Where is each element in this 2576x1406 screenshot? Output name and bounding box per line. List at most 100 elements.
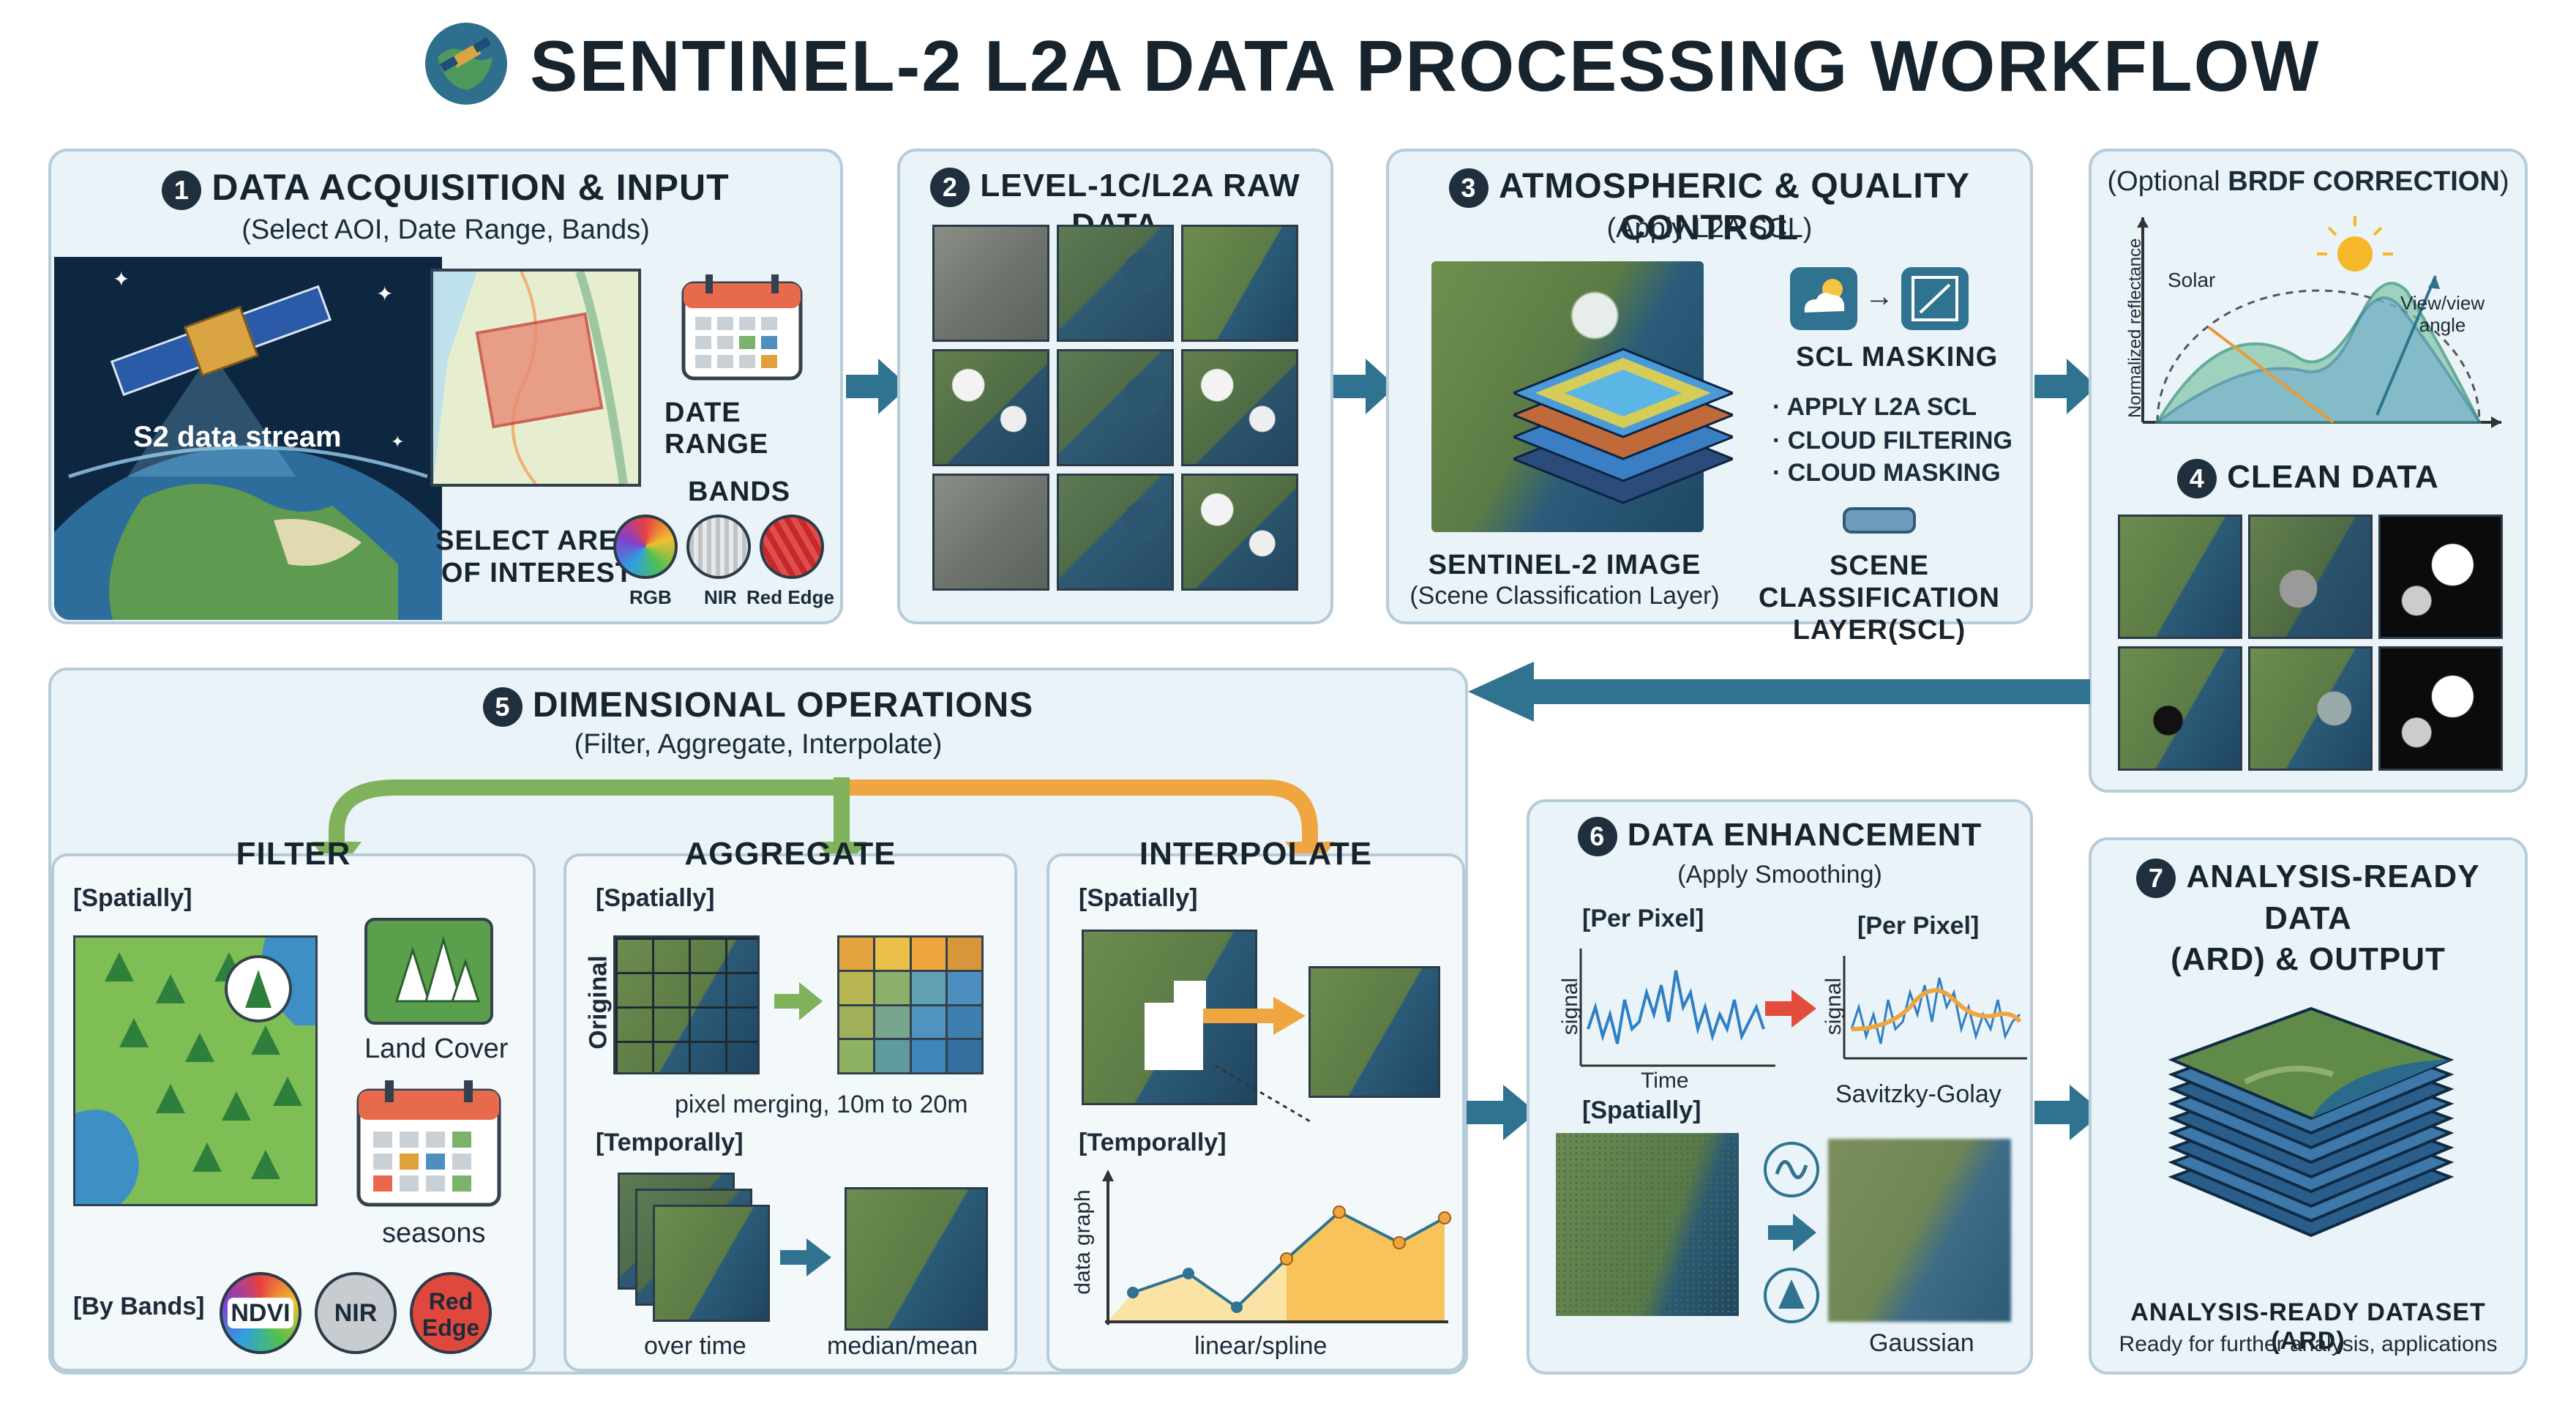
raw-signal-chart [1559, 941, 1778, 1088]
savgol-label: Savitzky-Golay [1835, 1080, 2002, 1108]
interp-ylabel: data graph [1071, 1189, 1095, 1295]
interp-gap [1145, 1003, 1203, 1070]
step6-subtitle: (Apply Smoothing) [1677, 861, 1882, 889]
step5-subtitle: (Filter, Aggregate, Interpolate) [574, 729, 943, 760]
raw-tile-9 [1181, 474, 1298, 591]
step1-title: DATA ACQUISITION & INPUT [211, 167, 730, 208]
brdf-solar-label: Solar [2168, 269, 2216, 291]
cloud-icon [1790, 267, 1857, 330]
step4-title: CLEAN DATA [2227, 459, 2439, 495]
stream-label: S2 data stream [133, 421, 342, 453]
interpolate-spatially: [Spatially] [1079, 884, 1198, 912]
interp-gap-top [1174, 981, 1206, 1010]
step6-title: DATA ENHANCEMENT [1627, 817, 1982, 853]
date-range-label: DATE RANGE [664, 397, 769, 460]
step2-number: 2 [930, 168, 970, 208]
smoothing-arrow-1 [1765, 988, 1816, 1029]
step7-title-2: (ARD) & OUTPUT [2171, 941, 2446, 978]
smoothed-tile [1828, 1139, 2011, 1322]
brdf-view-label: View/view angle [2400, 292, 2485, 336]
flow-arrow-6-7 [2034, 1083, 2103, 1142]
clean-tile-1 [2118, 515, 2242, 639]
red-edge-line2: Edge [422, 1315, 480, 1341]
median-mean-label: median/mean [827, 1332, 978, 1360]
per-pixel-label-1: [Per Pixel] [1582, 905, 1704, 932]
red-edge-line1: Red [428, 1288, 473, 1315]
clean-tile-5 [2248, 646, 2373, 771]
aggregate-arrow-1 [774, 981, 823, 1022]
step3-bullet-2: · CLOUD FILTERING [1772, 427, 2012, 455]
interp-dotted-line [1214, 1064, 1317, 1124]
filter-title: FILTER [236, 836, 351, 872]
wave-filter-icon [1764, 1142, 1819, 1197]
branch-arrows [271, 766, 1339, 883]
nir-filter-label: NIR [334, 1299, 378, 1327]
interpolate-panel: INTERPOLATE [Spatially] [Temporally] d [1046, 836, 1465, 1372]
ard-stack [2157, 957, 2465, 1279]
gaussian-label: Gaussian [1869, 1329, 1974, 1357]
ndvi-label: NDVI [228, 1298, 293, 1328]
brdf-view-line1: View/view [2400, 292, 2485, 314]
filter-panel: FILTER [Spatially] Land Cover [51, 836, 536, 1372]
mask-arrow-icon: → [1865, 280, 1894, 313]
brdf-title-bold: BRDF CORRECTION [2228, 166, 2500, 197]
original-grid [613, 935, 760, 1074]
pixel-merging-label: pixel merging, 10m to 20m [675, 1091, 968, 1118]
aggregate-panel: AGGREGATE [Spatially] Original pixel mer… [564, 836, 1017, 1372]
clean-tile-6 [2378, 646, 2503, 771]
noisy-tile [1556, 1133, 1739, 1316]
per-pixel-label-2: [Per Pixel] [1857, 912, 1980, 940]
flow-arrow-2-3 [1333, 357, 1396, 416]
clean-tile-3 [2378, 515, 2503, 639]
aoi-label: SELECT AREA OF INTEREST [420, 525, 654, 589]
bands-label: BANDS [688, 476, 791, 507]
interpolate-temporally: [Temporally] [1079, 1129, 1227, 1156]
interp-xlabel: linear/spline [1194, 1332, 1328, 1360]
original-label: Original [584, 955, 613, 1050]
interp-result-tile [1308, 966, 1440, 1098]
land-cover-icon [364, 918, 493, 1025]
scl-layer-icon [1843, 507, 1916, 534]
aggregate-spatially: [Spatially] [596, 884, 715, 912]
filter-spatially: [Spatially] [73, 884, 192, 912]
scl-masking-label: SCL MASKING [1796, 342, 1999, 373]
forest-map [73, 935, 318, 1206]
step1-number: 1 [162, 170, 202, 210]
raw-tile-7 [932, 474, 1049, 591]
step5-number: 5 [482, 687, 523, 728]
interp-arrow [1203, 995, 1306, 1036]
rgb-band-icon [613, 515, 678, 579]
nir-band-icon [686, 515, 751, 579]
clean-tile-2 [2248, 515, 2373, 639]
flow-arrow-4-5 [1468, 660, 2090, 723]
over-time-label: over time [644, 1332, 746, 1360]
satellite-scene: ✦ ✦ ✦ [54, 257, 442, 620]
raw-tile-8 [1057, 474, 1174, 591]
ard-dataset-label: ANALYSIS-READY DATASET (ARD) [2130, 1298, 2486, 1355]
scl-label-line1: SCENE CLASSIFICATION [1759, 550, 2000, 613]
raw-tile-4 [932, 349, 1049, 466]
step3-subtitle: (Apply L2A SCL) [1606, 213, 1813, 244]
raw-tile-3 [1181, 225, 1298, 342]
aoi-map [430, 269, 641, 487]
nir-filter-icon: NIR [315, 1272, 397, 1354]
gaussian-filter-icon [1764, 1268, 1819, 1323]
scl-label-line2: LAYER(SCL) [1792, 615, 1966, 646]
step3-title: ATMOSPHERIC & QUALITY CONTROL [1498, 167, 1971, 248]
aoi-label-line1: SELECT AREA [435, 526, 639, 556]
clean-tile-4 [2118, 646, 2242, 771]
aggregate-temporally: [Temporally] [596, 1129, 744, 1156]
seasons-label: seasons [382, 1218, 486, 1249]
ndvi-band-icon: NDVI [220, 1272, 302, 1354]
svg-text:✦: ✦ [376, 283, 393, 305]
brdf-title: (Optional BRDF CORRECTION) [2092, 166, 2525, 198]
step1-subtitle: (Select AOI, Date Range, Bands) [242, 214, 650, 245]
brdf-title-suffix: ) [2499, 166, 2509, 197]
